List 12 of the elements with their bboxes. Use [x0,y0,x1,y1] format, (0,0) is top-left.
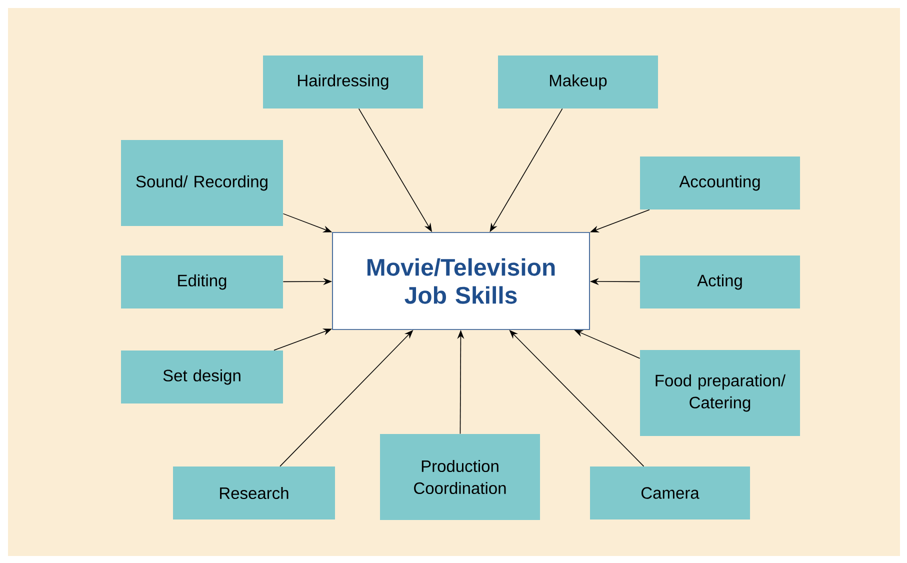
skill-box: Editing [121,256,283,308]
skill-box: Makeup [498,56,658,108]
skill-box: Accounting [640,156,800,210]
skill-box: Set design [121,350,283,404]
skill-box: Sound/ Recording [121,140,283,226]
skill-box: Acting [640,256,800,308]
skill-box: Camera [590,466,750,520]
skill-box: Research [173,466,335,520]
skill-box: Food preparation/ Catering [640,350,800,436]
skill-box: Hairdressing [263,56,423,108]
title-box: Movie/Television Job Skills [332,232,590,330]
skill-box: Production Coordination [380,434,540,520]
